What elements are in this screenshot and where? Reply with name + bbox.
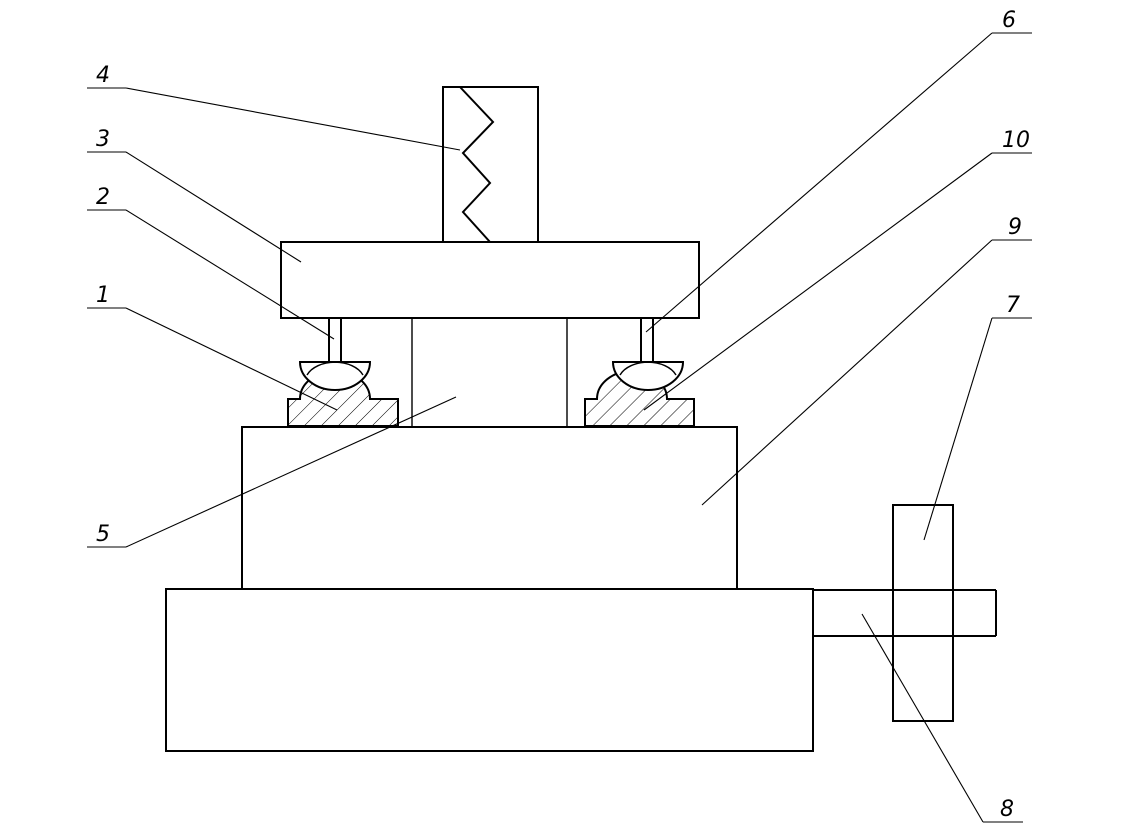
middle-block: [241, 426, 738, 590]
label-1: 1: [96, 283, 110, 308]
central-column: [411, 318, 568, 427]
upper-rod: [442, 86, 539, 243]
label-5: 5: [96, 522, 110, 547]
top-beam: [280, 241, 700, 319]
label-10: 10: [1002, 128, 1030, 153]
label-9: 9: [1008, 215, 1022, 240]
label-2: 2: [96, 185, 110, 210]
label-8: 8: [1000, 797, 1014, 822]
label-3: 3: [96, 127, 110, 152]
left-support: [287, 317, 399, 427]
label-7: 7: [1006, 293, 1020, 318]
leader-lines: [87, 32, 1032, 823]
label-4: 4: [96, 63, 110, 88]
right-support: [584, 317, 695, 427]
label-6: 6: [1002, 8, 1016, 33]
shaft: [813, 589, 997, 637]
base-block: [165, 588, 814, 752]
wheel: [892, 504, 954, 722]
